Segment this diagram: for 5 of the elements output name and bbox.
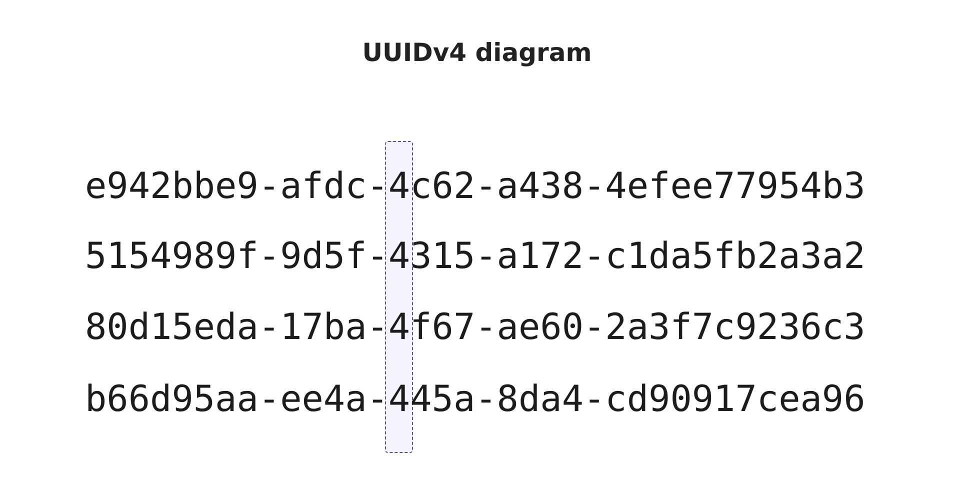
uuid-text: b66d95aa-ee4a-445a-8da4-cd90917cea96 — [85, 378, 866, 422]
title: UUIDv4 diagram — [362, 38, 592, 67]
uuid-text: 80d15eda-17ba-4f67-ae60-2a3f7c9236c3 — [85, 306, 866, 350]
uuid-text: 5154989f-9d5f-4315-a172-c1da5fb2a3a2 — [85, 235, 866, 279]
uuid-text: e942bbe9-afdc-4c62-a438-4efee77954b3 — [85, 165, 866, 209]
